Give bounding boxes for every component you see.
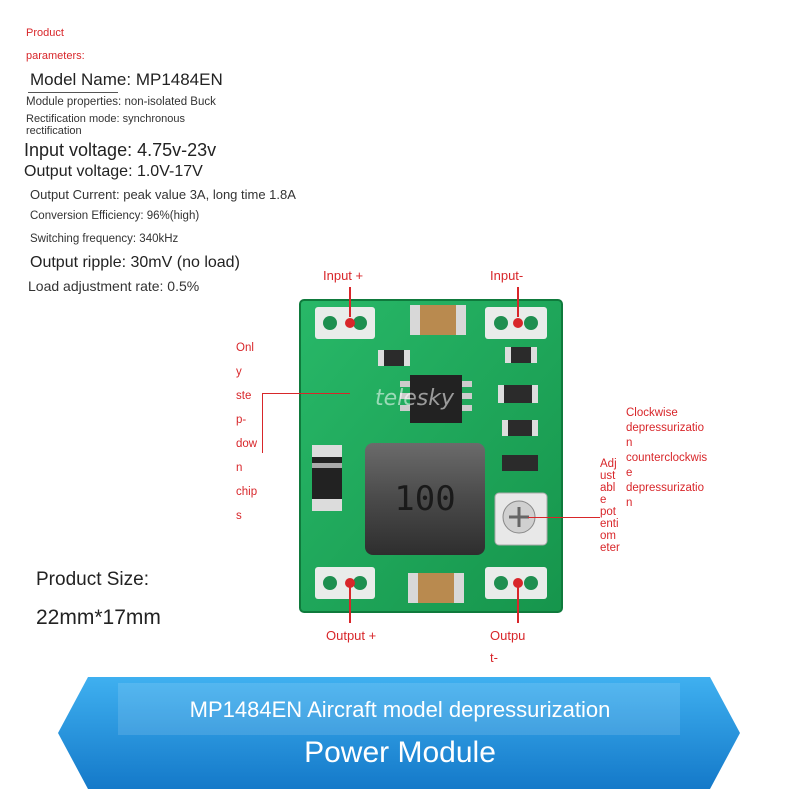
banner-subtitle: Power Module [304, 736, 496, 769]
stepdown-line: Onl [236, 342, 254, 354]
param-input-voltage: Input voltage: 4.75v-23v [24, 140, 217, 160]
stepdown-line: dow [236, 438, 258, 450]
header-parameters: parameters: [26, 50, 85, 62]
underline [28, 92, 118, 93]
pot-line: ust [600, 470, 616, 482]
stepdown-line: s [236, 510, 242, 522]
annotation-clockwise: Clockwise depressurizatio n counterclock… [626, 406, 707, 511]
arrow-line-output-plus [349, 583, 351, 623]
stepdown-line: chip [236, 486, 258, 498]
pot-line: eter [600, 542, 620, 554]
arrow-line-potentiometer [528, 517, 600, 518]
banner-title: MP1484EN Aircraft model depressurization [189, 697, 611, 722]
product-size-label: Product Size: [36, 569, 149, 590]
clockwise-line: depressurizatio [626, 422, 704, 434]
stepdown-line: ste [236, 390, 252, 402]
label-output-minus-1: Outpu [490, 628, 526, 643]
param-output-voltage: Output voltage: 1.0V-17V [24, 163, 203, 180]
pot-line: pot [600, 506, 616, 518]
param-model-name: Model Name: MP1484EN [30, 70, 223, 89]
param-load-adjustment: Load adjustment rate: 0.5% [28, 278, 200, 294]
param-output-current: Output Current: peak value 3A, long time… [30, 187, 296, 202]
arrow-line-stepdown [262, 393, 350, 394]
clockwise-line: depressurizatio [626, 482, 704, 494]
param-conversion-efficiency: Conversion Efficiency: 96%(high) [30, 210, 200, 222]
arrow-line-stepdown-v [262, 393, 263, 453]
title-banner [58, 677, 740, 789]
arrow-line-output-minus [517, 583, 519, 623]
stepdown-line: p- [236, 414, 247, 426]
param-module-properties: Module properties: non-isolated Buck [26, 96, 216, 108]
pot-line: e [600, 494, 607, 506]
pot-line: abl [600, 482, 616, 494]
clockwise-line: e [626, 467, 633, 479]
arrow-line-input-plus [349, 287, 351, 317]
header-product: Product [26, 27, 64, 39]
pcb-board-image: 100 telesky [299, 299, 563, 613]
pot-line: om [600, 530, 616, 542]
inductor-marking: 100 [394, 479, 455, 519]
watermark-text: telesky [375, 386, 455, 411]
clockwise-line: counterclockwis [626, 452, 708, 464]
clockwise-line: n [626, 437, 633, 449]
clockwise-line: n [626, 497, 633, 509]
label-input-plus: Input + [323, 268, 364, 283]
stepdown-line: y [236, 366, 242, 378]
label-output-plus: Output + [326, 628, 377, 643]
pot-line: enti [600, 518, 619, 530]
param-switching-frequency: Switching frequency: 340kHz [30, 233, 179, 245]
label-input-minus: Input- [490, 268, 524, 283]
label-output-minus-2: t- [490, 650, 498, 665]
annotation-stepdown-chips: Onl y ste p- dow n chip s [236, 336, 257, 528]
pot-line: Adj [600, 458, 617, 470]
annotation-potentiometer: Adj ust abl e pot enti om eter [600, 458, 620, 554]
param-rectification-2: rectification [26, 125, 82, 137]
product-size-value: 22mm*17mm [36, 606, 161, 629]
stepdown-line: n [236, 462, 243, 474]
param-rectification-1: Rectification mode: synchronous [26, 113, 185, 125]
arrow-line-input-minus [517, 287, 519, 317]
clockwise-line: Clockwise [626, 407, 678, 419]
param-output-ripple: Output ripple: 30mV (no load) [30, 254, 240, 271]
